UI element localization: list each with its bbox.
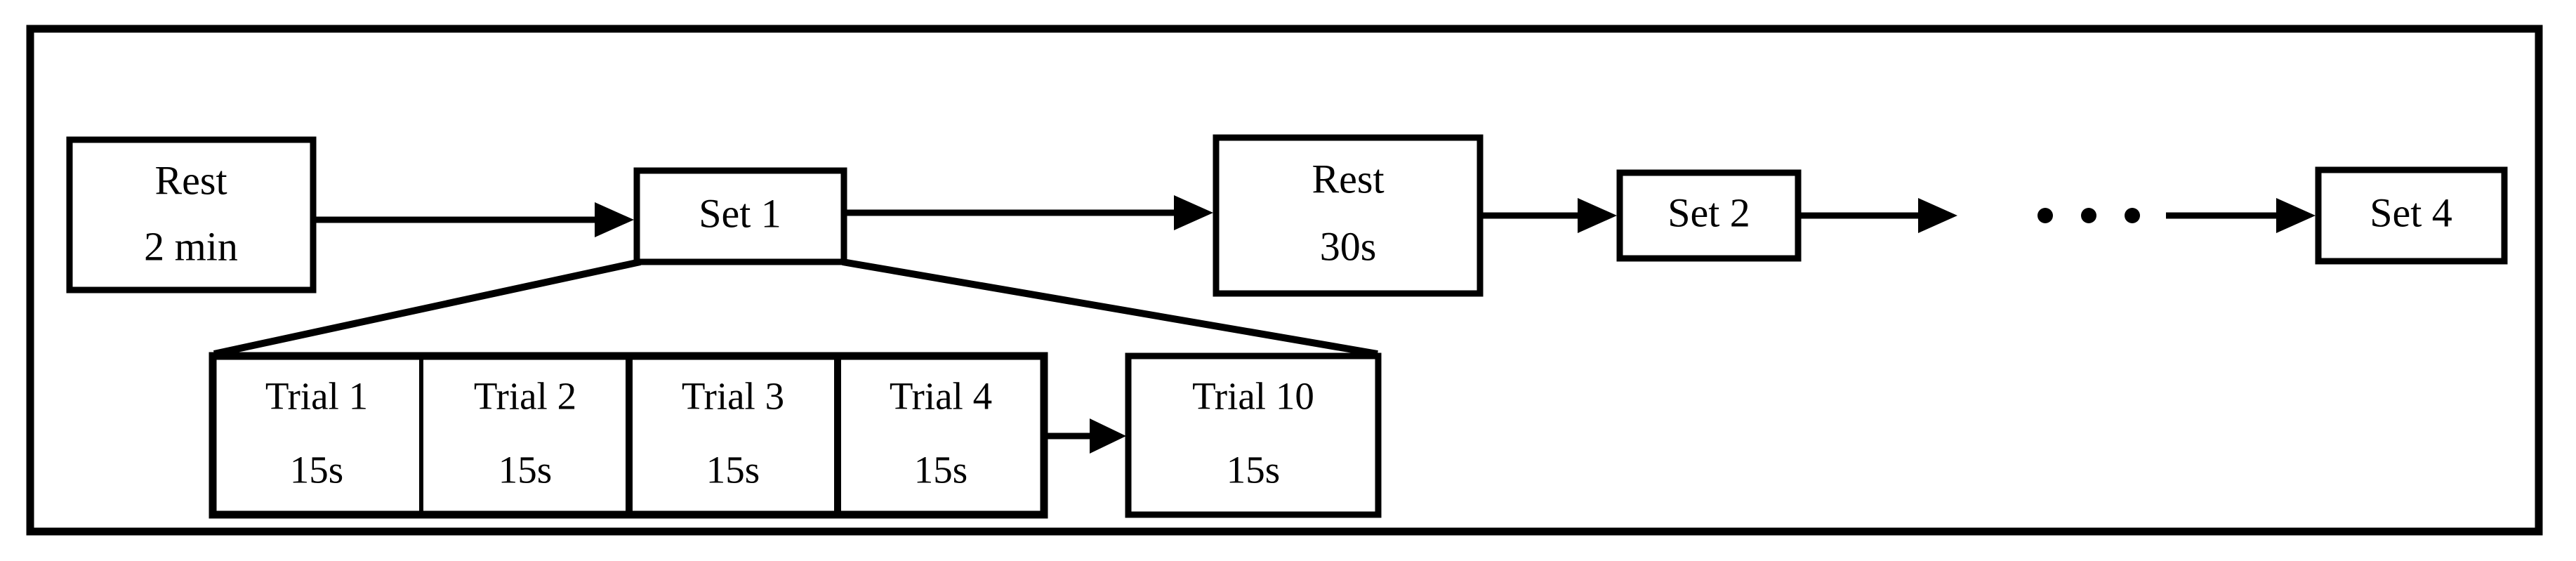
- arrow-rest30s-to-set2: [1480, 198, 1617, 233]
- fanout-left-line: [213, 258, 642, 357]
- set1-label: Set 1: [699, 190, 781, 236]
- trial-box-4-duration: 15s: [914, 449, 967, 491]
- trial-box-1-name: Trial 1: [265, 375, 368, 418]
- set4-label: Set 4: [2370, 190, 2452, 235]
- trial-box-10[interactable]: Trial 10 15s: [1125, 352, 1382, 518]
- arrow-rest-to-set1: [313, 202, 634, 237]
- trial-box-3-name: Trial 3: [682, 375, 784, 418]
- rest-initial-line1: Rest: [154, 157, 227, 203]
- rest-initial-line2: 2 min: [144, 223, 238, 269]
- trial-box-2-duration: 15s: [498, 449, 552, 491]
- arrow-set1-to-rest30s: [844, 195, 1213, 230]
- trial-box-2[interactable]: Trial 2 15s: [419, 354, 631, 517]
- rest-between-line2: 30s: [1320, 223, 1377, 269]
- arrow-set2-to-ellipsis: [1798, 198, 1957, 233]
- arrow-trial4-to-trial10: [1044, 418, 1126, 454]
- trial-box-10-name: Trial 10: [1192, 375, 1314, 418]
- outer-frame: [26, 25, 2543, 536]
- trial-box-4-name: Trial 4: [890, 375, 992, 418]
- trial-box-2-name: Trial 2: [474, 375, 576, 418]
- set2-box[interactable]: Set 2: [1616, 169, 1802, 262]
- set1-box[interactable]: Set 1: [633, 167, 847, 265]
- trial-box-3[interactable]: Trial 3 15s: [627, 354, 840, 517]
- rest-initial-box[interactable]: Rest 2 min: [66, 136, 317, 293]
- rest-between-box[interactable]: Rest 30s: [1213, 134, 1484, 297]
- fanout-right-line: [842, 258, 1378, 357]
- set2-label: Set 2: [1667, 190, 1750, 235]
- arrow-ellipsis-to-set4: [2166, 198, 2316, 233]
- rest-between-line1: Rest: [1312, 156, 1384, 202]
- ellipsis-dots: [2037, 208, 2140, 223]
- trial-box-4[interactable]: Trial 4 15s: [835, 354, 1046, 517]
- set4-box[interactable]: Set 4: [2315, 166, 2508, 265]
- trial-row: Trial 1 15s Trial 2 15s Trial 3 15s Tria…: [209, 352, 1382, 519]
- trial-box-1-duration: 15s: [290, 449, 343, 491]
- trial-box-10-duration: 15s: [1227, 449, 1280, 491]
- trial-box-1[interactable]: Trial 1 15s: [211, 354, 423, 517]
- trial-box-3-duration: 15s: [706, 449, 760, 491]
